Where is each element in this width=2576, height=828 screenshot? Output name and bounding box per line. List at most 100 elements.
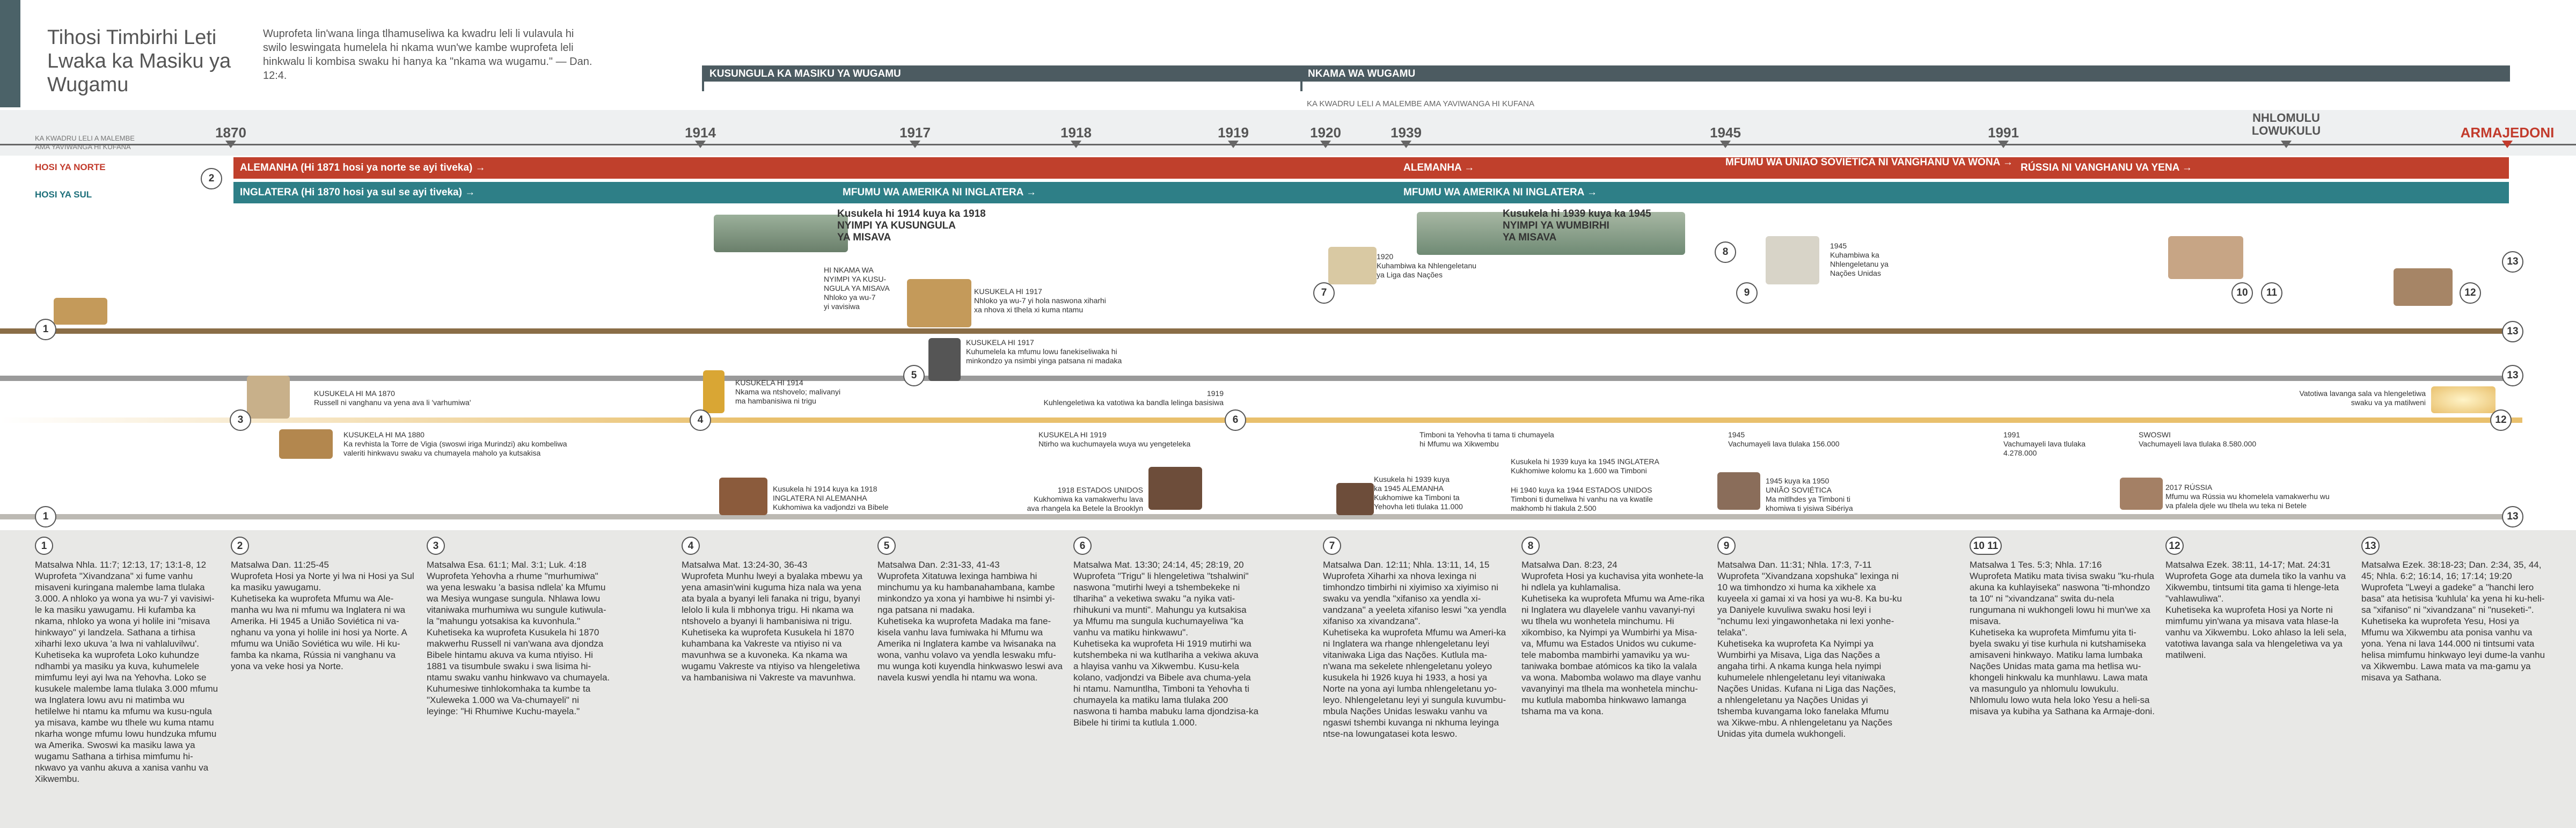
year-label: 1919 [1218,124,1249,141]
column-body: Wuprofeta Hosi ya kuchavisa yita wonhete… [1521,571,1705,716]
annotation-1880: KUSUKELA HI MA 1880 Ka revhista la Torre… [343,430,567,457]
column-body: Wuprofeta "Xivandzana xopshuka" lexinga … [1717,571,1902,739]
prophecy-column: 7 Matsalwa Dan. 12:11; Nhla. 13:11, 14, … [1323,537,1508,739]
prisoners-illustration [1148,467,1202,510]
year-label: 1914 [685,124,716,141]
scripture-refs: Matsalwa Dan. 11:31; Nhla. 17:3, 7-11 [1717,560,1872,570]
band-label: ALEMANHA → [1403,162,1475,173]
annotation-witnesses-preach: Timboni ta Yehovha ti tama ti chumayela … [1419,430,1554,448]
year-label: NHLOMULU LOWUKULU [2251,111,2321,137]
year-label: 1945 [1710,124,1741,141]
scripture-refs: Matsalwa Nhla. 11:7; 12:13, 17; 13:1-8, … [35,560,207,570]
track-statue [0,376,2522,381]
south-king-band: INGLATERA (Hi 1870 hosi ya sul se ayi ti… [233,182,2509,203]
building-illustration [1328,247,1377,284]
year-marker [1071,141,1081,148]
column-body: Wuprofeta "Lweyi a gadeke" a "hanchi ler… [2361,582,2545,683]
building-illustration [1766,236,1819,284]
year-marker [1401,141,1411,148]
marker-9: 9 [1736,282,1758,304]
scripture-refs: Matsalwa Mat. 13:24-30, 36-43 [682,560,808,570]
column-body: Wuprofeta "Trigu" li hlengeletiwa "tshal… [1073,571,1258,728]
book-illustration [279,429,333,459]
band-label: MFUMU WA AMERIKA NI INGLATERA → [1403,187,1597,198]
prophecy-column: 4 Matsalwa Mat. 13:24-30, 36-43 Wuprofet… [682,537,867,683]
annotation-1945-soviet: 1945 kuya ka 1950 UNIÃO SOVIÉTICA Ma mit… [1766,477,1853,512]
wheat-illustration [703,370,724,413]
timeline-axis [0,144,2576,145]
column-number: 12 [2165,537,2184,555]
year-marker [1228,141,1239,148]
page-title: Tihosi Timbirhi Leti Lwaka ka Masiku ya … [0,0,244,107]
annotation-1920: 1920 Kuhambiwa ka Nhlengeletanu ya Liga … [1377,252,1477,279]
column-number: 5 [877,537,896,555]
column-number: 2 [231,537,249,555]
column-number: 4 [682,537,700,555]
column-body: Wuprofeta Munhu lweyi a byalaka mbewu ya… [682,571,863,683]
prophecy-column: 3 Matsalwa Esa. 61:1; Mal. 3:1; Luk. 4:1… [427,537,612,717]
annotation-1870: KUSUKELA HI MA 1870 Russell ni vanghanu … [314,389,471,407]
annotation-1939-germany: Kusukela hi 1939 kuya ka 1945 ALEMANHA K… [1374,475,1463,511]
year-label: 1991 [1988,124,2019,141]
marker-13: 13 [2502,251,2523,273]
year-label: 1870 [215,124,246,141]
marker-2: 2 [201,168,222,189]
era-divider [702,75,704,91]
annotation-1917a: KUSUKELA HI 1917 Nhloko ya wu-7 yi hola … [974,287,1106,314]
column-number: 6 [1073,537,1092,555]
scripture-refs: Matsalwa Esa. 61:1; Mal. 3:1; Luk. 4:18 [427,560,587,570]
prisoners-illustration [1336,483,1374,515]
war-planes-illustration [714,215,848,252]
scripture-refs: Matsalwa Dan. 12:11; Nhla. 13:11, 14, 15 [1323,560,1490,570]
annotation-1918-us: 1918 ESTADOS UNIDOS Kukhomiwa ka vamakwe… [1027,486,1143,512]
prophecy-column: 10 11 Matsalwa 1 Tes. 5:3; Nhla. 17:16 W… [1970,537,2155,717]
track-harvest [0,417,2522,423]
statue-feet-illustration [928,338,961,381]
marker-6: 6 [1225,409,1246,431]
year-marker [1998,141,2009,148]
axis-note: KA KWADRU LELI A MALEMBE AMA YAVIWANGA H… [35,134,135,151]
scripture-refs: Matsalwa Mat. 13:30; 24:14, 45; 28:19, 2… [1073,560,1244,570]
prophecy-column: 13 Matsalwa Ezek. 38:18-23; Dan. 2:34, 3… [2361,537,2546,683]
annotation-1917b: KUSUKELA HI 1917 Kuhumelela ka mfumu low… [966,338,1122,365]
era-label-end: NKAMA WA WUGAMU [1300,65,2510,82]
marker-13: 13 [2502,365,2523,386]
column-body: Wuprofeta Yehovha a rhume "murhumiwa" wa… [427,571,610,716]
year-label: 1918 [1060,124,1092,141]
row-label-north: HOSI YA NORTE [35,162,106,172]
city-illustration [2168,236,2243,279]
column-number: 9 [1717,537,1736,555]
marker-13: 13 [2502,321,2523,342]
prophecy-column: 1 Matsalwa Nhla. 11:7; 12:13, 17; 13:1-8… [35,537,220,785]
people-illustration [2120,478,2163,510]
column-number: 1 [35,537,53,555]
scripture-refs: Matsalwa Dan. 2:31-33, 41-43 [877,560,1000,570]
annotation-1945: 1945 Kuhambiwa ka Nhlengeletanu ya Naçõe… [1830,241,1889,277]
marker-4: 4 [690,409,711,431]
column-number: 3 [427,537,445,555]
lion-beast-illustration [54,298,107,325]
year-label: 1920 [1310,124,1341,141]
annotation-now-publishers: SWOSWI Vachumayeli lava tlulaka 8.580.00… [2139,430,2257,448]
annotation-1939-england: Kusukela hi 1939 kuya ka 1945 INGLATERA … [1511,457,1659,475]
train-illustration [1717,472,1760,510]
band-label: INGLATERA (Hi 1870 hosi ya sul se ayi ti… [240,187,475,198]
column-number: 7 [1323,537,1341,555]
row-label-south: HOSI YA SUL [35,189,92,200]
column-number: 8 [1521,537,1540,555]
era-divider [1300,75,1302,91]
annotation-1940-us: Hi 1940 kuya ka 1944 ESTADOS UNIDOS Timb… [1511,486,1653,512]
timeline-band [0,110,2576,156]
horsemen-illustration [2394,268,2453,306]
prisoners-illustration [719,478,767,515]
annotation-1919: 1919 Kuhlengeletiwa ka vatotiwa ka bandl… [1043,389,1224,407]
annotation-head-wound: HI NKAMA WA NYIMPI YA KUSU- NGULA YA MIS… [824,266,890,311]
heaven-light-illustration [2431,386,2496,413]
column-body: Wuprofeta Xitatuwa lexinga hambiwa hi mi… [877,571,1063,683]
column-number: 10 11 [1970,537,2002,555]
year-label: 1939 [1391,124,1422,141]
prophecy-column: 9 Matsalwa Dan. 11:31; Nhla. 17:3, 7-11 … [1717,537,1902,739]
year-marker [225,141,236,148]
era-sub-note: KA KWADRU LELI A MALEMBE AMA YAVIWANGA H… [1307,99,1535,108]
marker-1: 1 [35,319,56,340]
